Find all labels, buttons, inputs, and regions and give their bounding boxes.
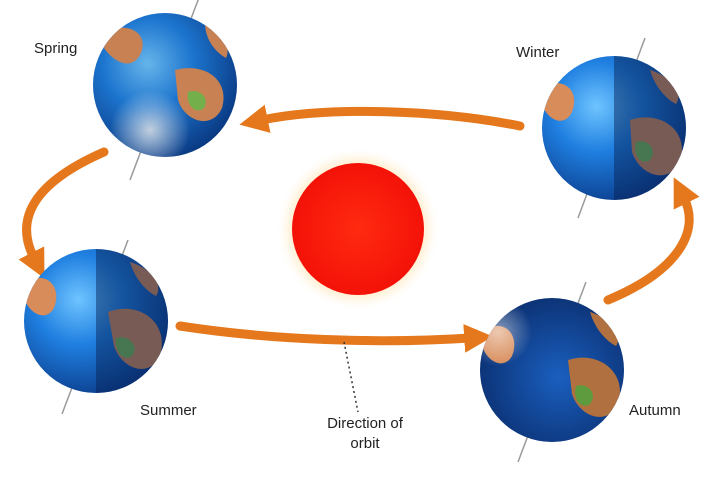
orbit-arrow-autumn-to-winter xyxy=(603,177,700,305)
label-autumn: Autumn xyxy=(629,402,681,419)
orbit-pointer-line xyxy=(343,341,359,413)
orbit-arrows xyxy=(18,104,700,353)
sun-icon xyxy=(276,147,440,311)
earth-globe-autumn-icon xyxy=(480,281,624,463)
earth-globe-spring-icon xyxy=(93,0,237,181)
earth-globe-summer-icon xyxy=(24,239,168,415)
orbit-arrow-spring-to-summer xyxy=(18,147,109,279)
orbit-arrow-winter-to-spring xyxy=(239,104,525,133)
label-winter: Winter xyxy=(516,44,560,61)
orbit-arrow-summer-to-autumn xyxy=(175,321,493,353)
label-summer: Summer xyxy=(140,402,197,419)
earth-globe-winter-icon xyxy=(542,37,686,219)
label-direction-of-orbit: Direction of orbit xyxy=(327,415,403,452)
label-spring: Spring xyxy=(34,40,78,57)
